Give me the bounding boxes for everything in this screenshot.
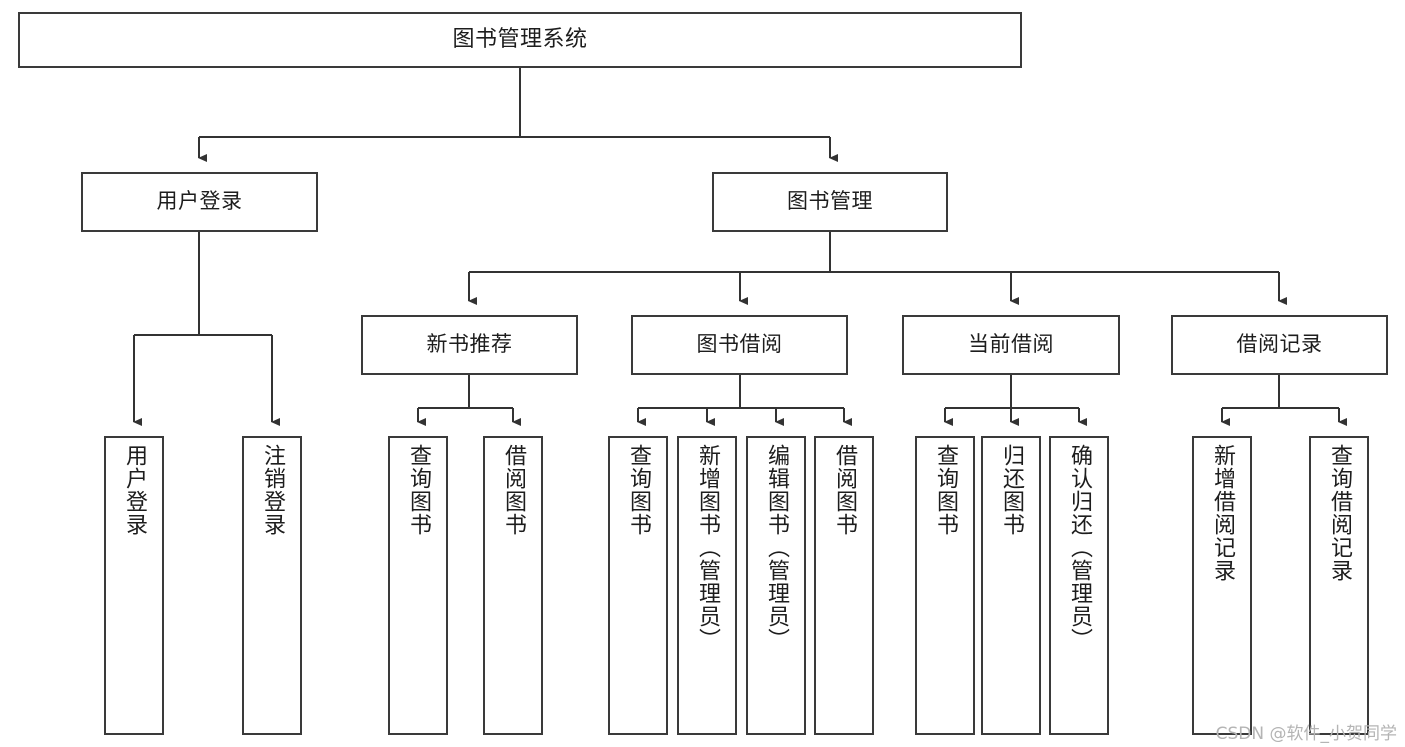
node-label: 归还图书 <box>999 444 1024 536</box>
node-label: 借阅图书 <box>832 444 857 536</box>
leaf-add-borrow-record[interactable]: 新增借阅记录 <box>1192 436 1252 735</box>
node-label: 查询图书 <box>406 444 431 536</box>
leaf-borrow-book[interactable]: 借阅图书 <box>814 436 874 735</box>
node-label: 注销登录 <box>260 444 285 536</box>
leaf-confirm-return[interactable]: 确认归还（管理员） <box>1049 436 1109 735</box>
node-book-borrow[interactable]: 图书借阅 <box>631 315 848 375</box>
node-root-book-management-system[interactable]: 图书管理系统 <box>18 12 1022 68</box>
node-label: 新增图书（管理员） <box>695 444 720 651</box>
leaf-query-book-borrow[interactable]: 查询图书 <box>608 436 668 735</box>
node-label: 查询图书 <box>933 444 958 536</box>
leaf-query-borrow-record[interactable]: 查询借阅记录 <box>1309 436 1369 735</box>
node-label: 新书推荐 <box>426 332 513 357</box>
node-label: 用户登录 <box>122 444 147 536</box>
leaf-add-book[interactable]: 新增图书（管理员） <box>677 436 737 735</box>
leaf-query-book-new-recommend[interactable]: 查询图书 <box>388 436 448 735</box>
node-label: 编辑图书（管理员） <box>764 444 789 651</box>
node-new-book-recommend[interactable]: 新书推荐 <box>361 315 578 375</box>
node-borrow-record[interactable]: 借阅记录 <box>1171 315 1388 375</box>
leaf-query-book-current[interactable]: 查询图书 <box>915 436 975 735</box>
node-label: 当前借阅 <box>968 332 1054 357</box>
node-book-management[interactable]: 图书管理 <box>712 172 948 232</box>
node-label: 借阅记录 <box>1236 332 1323 357</box>
node-label: 图书借阅 <box>696 332 783 357</box>
node-label: 新增借阅记录 <box>1210 444 1235 582</box>
leaf-user-login[interactable]: 用户登录 <box>104 436 164 735</box>
leaf-return-book[interactable]: 归还图书 <box>981 436 1041 735</box>
node-label: 图书管理系统 <box>452 26 588 52</box>
leaf-edit-book[interactable]: 编辑图书（管理员） <box>746 436 806 735</box>
node-label: 查询图书 <box>626 444 651 536</box>
node-label: 查询借阅记录 <box>1327 444 1352 582</box>
csdn-watermark: CSDN @软件_小贺同学 <box>1215 724 1397 744</box>
node-user-login[interactable]: 用户登录 <box>81 172 318 232</box>
leaf-logout[interactable]: 注销登录 <box>242 436 302 735</box>
node-label: 确认归还（管理员） <box>1067 444 1092 651</box>
leaf-borrow-book-new-recommend[interactable]: 借阅图书 <box>483 436 543 735</box>
node-label: 用户登录 <box>156 189 243 214</box>
node-current-borrow[interactable]: 当前借阅 <box>902 315 1120 375</box>
node-label: 图书管理 <box>787 189 873 214</box>
node-label: 借阅图书 <box>501 444 526 536</box>
